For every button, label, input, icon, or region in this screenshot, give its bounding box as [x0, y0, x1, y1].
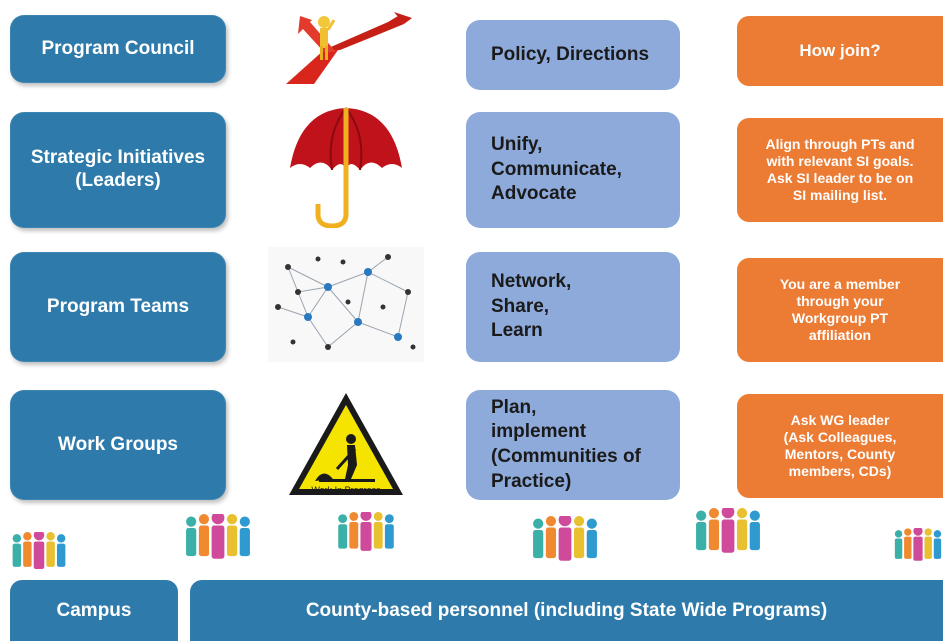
program-teams-label: Program Teams: [46, 295, 190, 317]
unify-communicate-box: Unify, Communicate, Advocate: [466, 112, 680, 228]
work-groups-label: Work Groups: [58, 433, 178, 455]
county-personnel-label: County-based personnel (including State …: [305, 599, 828, 621]
how-join-label: How join?: [799, 40, 881, 60]
plan-implement-label: Plan, implement (Communities of Practice…: [491, 396, 641, 492]
people-group-icon: [338, 512, 394, 551]
member-label: You are a member through your Workgroup …: [779, 275, 901, 344]
campus-bar: Campus: [10, 580, 178, 641]
people-group-icon: [186, 514, 250, 559]
ask-wg-box: Ask WG leader (Ask Colleagues, Mentors, …: [737, 394, 943, 498]
people-group-icon: [696, 508, 760, 553]
align-label: Align through PTs and with relevant SI g…: [765, 135, 915, 204]
ask-wg-label: Ask WG leader (Ask Colleagues, Mentors, …: [783, 411, 897, 480]
people-group-icon: [12, 532, 66, 569]
network-icon: [268, 247, 424, 362]
program-council-label: Program Council: [41, 37, 195, 59]
unify-communicate-label: Unify, Communicate, Advocate: [491, 133, 622, 205]
how-join-box: How join?: [737, 16, 943, 86]
member-box: You are a member through your Workgroup …: [737, 258, 943, 362]
county-personnel-bar: County-based personnel (including State …: [190, 580, 943, 641]
network-share-box: Network, Share, Learn: [466, 252, 680, 362]
people-group-icon: [894, 528, 942, 561]
policy-directions-box: Policy, Directions: [466, 20, 680, 90]
umbrella-icon: [290, 107, 402, 228]
campus-label: Campus: [56, 599, 132, 621]
policy-directions-label: Policy, Directions: [491, 43, 650, 65]
program-council-box: Program Council: [10, 15, 226, 83]
plan-implement-box: Plan, implement (Communities of Practice…: [466, 390, 680, 500]
align-box: Align through PTs and with relevant SI g…: [737, 118, 943, 222]
program-teams-box: Program Teams: [10, 252, 226, 362]
crossroads-figure-icon: [286, 12, 412, 84]
work-in-progress-sign-icon: Work In Progress: [289, 393, 403, 495]
work-in-progress-text: Work In Progress: [311, 485, 381, 495]
strategic-initiatives-label: Strategic Initiatives (Leaders): [30, 147, 206, 191]
strategic-initiatives-box: Strategic Initiatives (Leaders): [10, 112, 226, 228]
people-group-icon: [533, 516, 597, 561]
work-groups-box: Work Groups: [10, 390, 226, 500]
network-share-label: Network, Share, Learn: [491, 270, 572, 342]
